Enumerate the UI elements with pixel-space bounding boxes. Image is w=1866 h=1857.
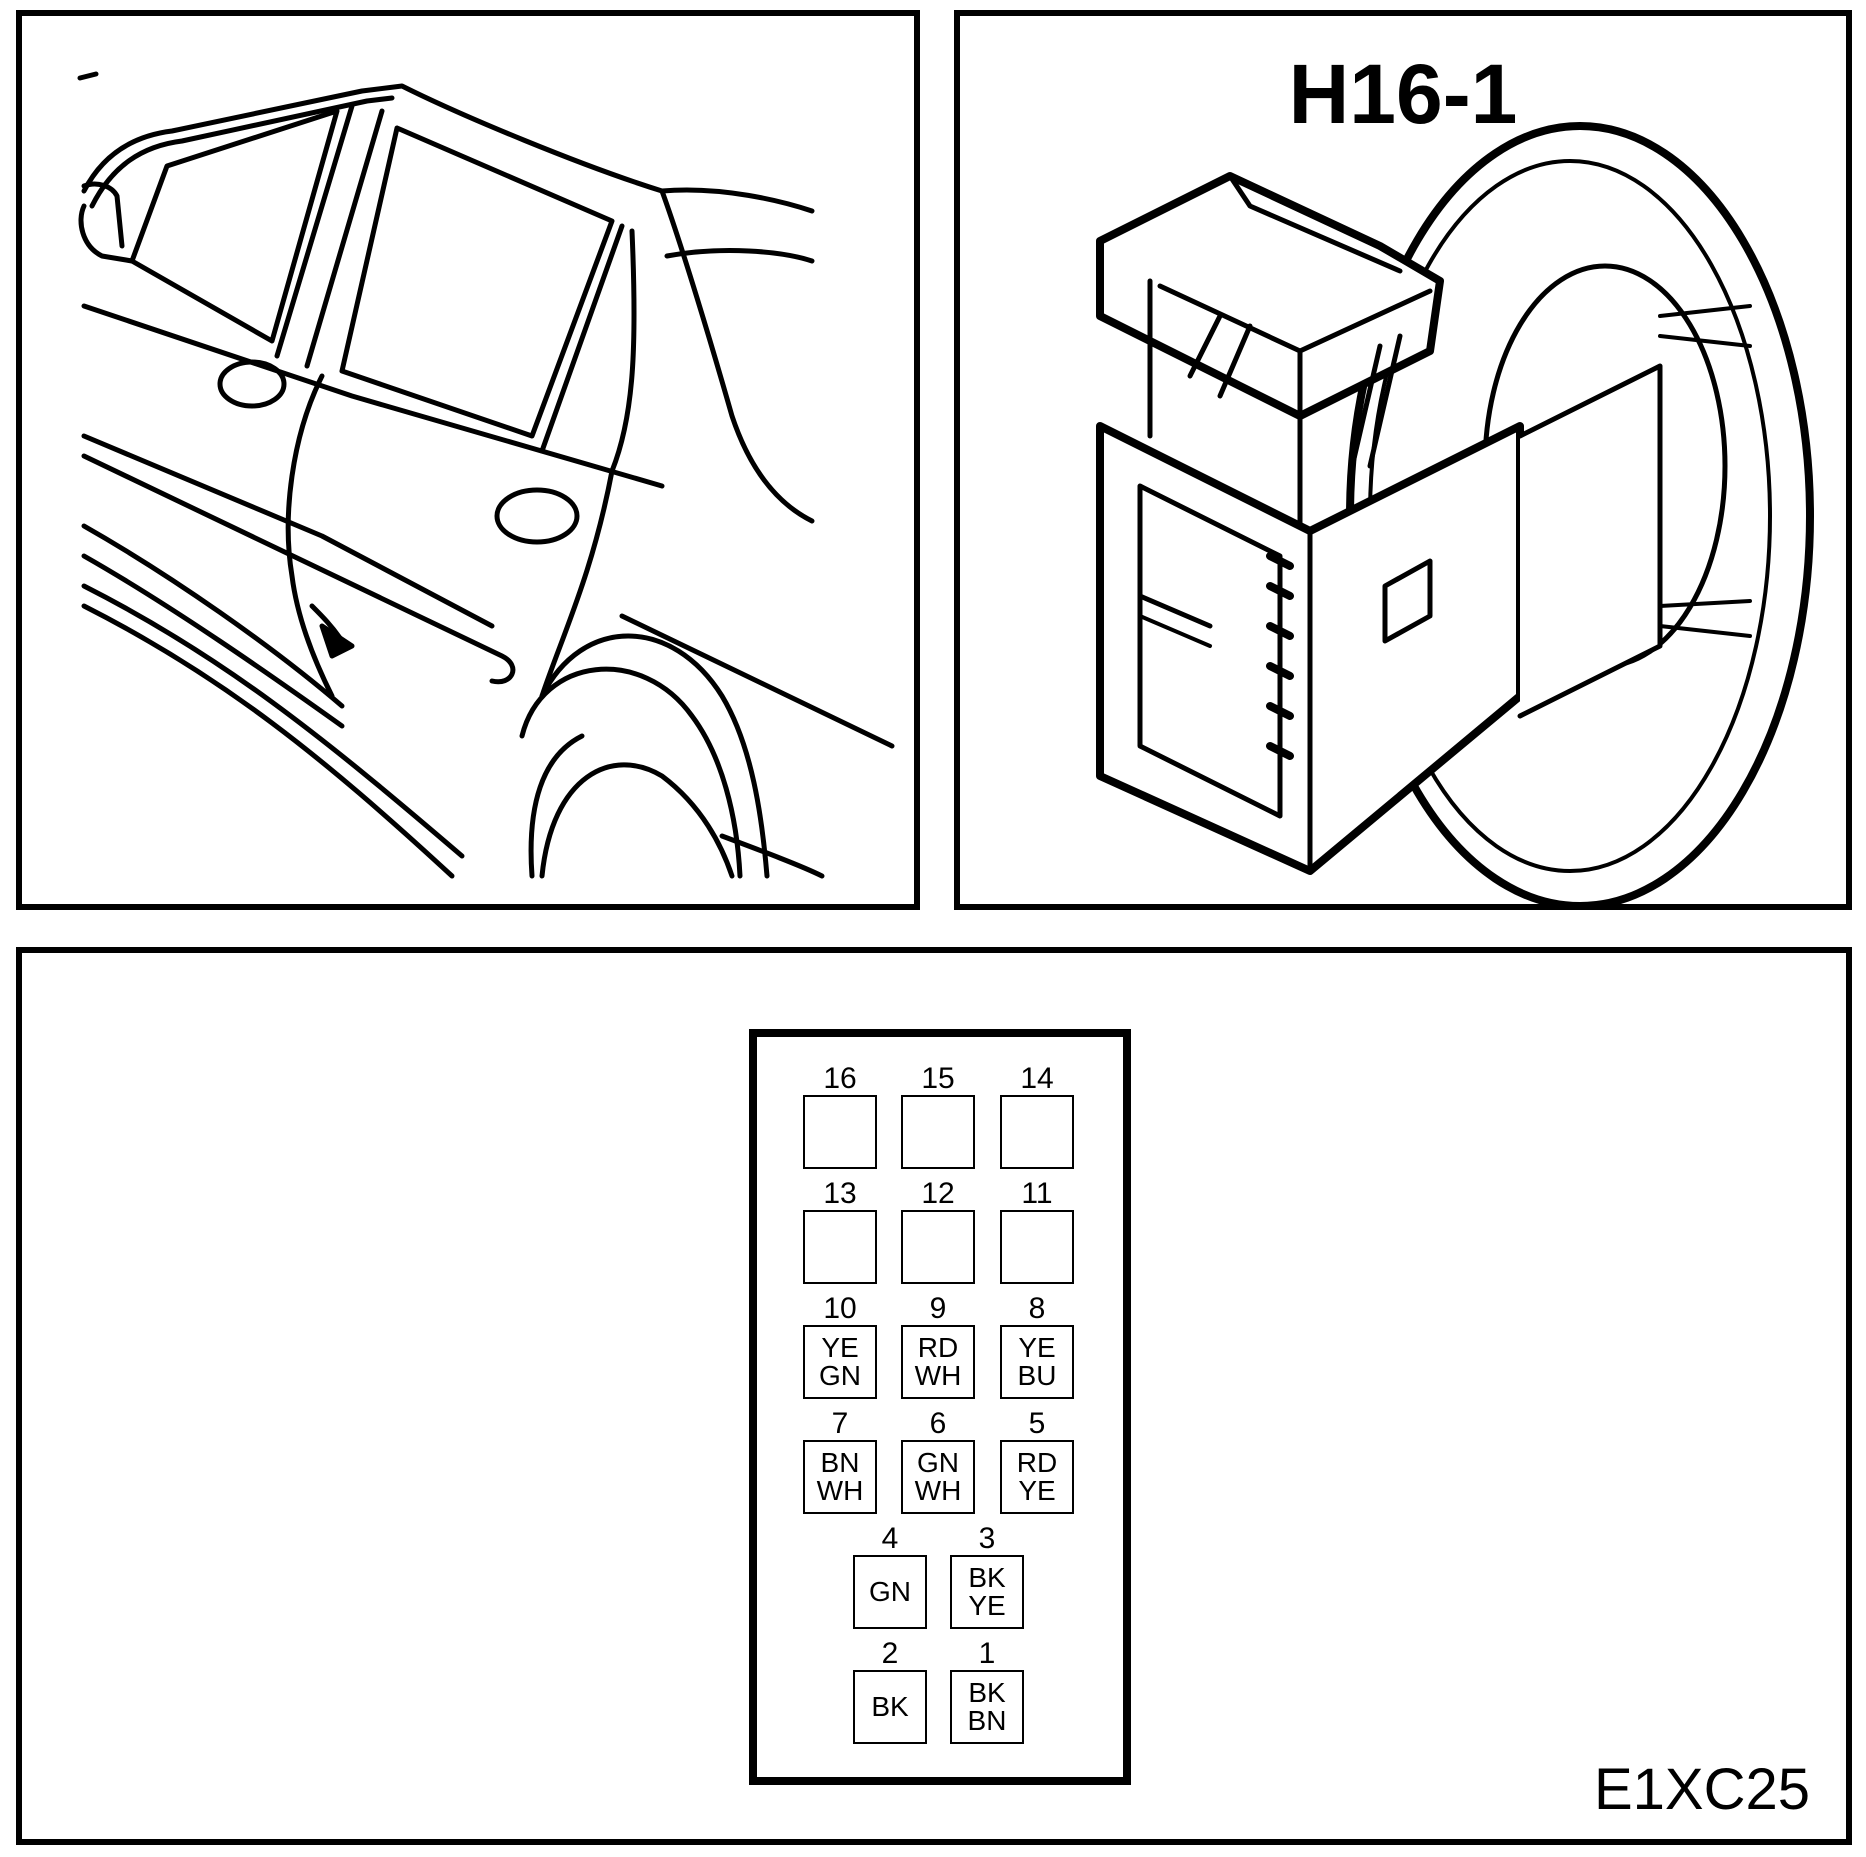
vehicle-rear-door-illustration (77, 71, 895, 879)
pin-cavity (803, 1095, 877, 1169)
pin-number: 14 (1020, 1062, 1054, 1095)
wire-color-1: RD (1016, 1447, 1058, 1478)
pin-2: 2 BK (853, 1638, 927, 1744)
wire-color-1: GN (917, 1447, 959, 1478)
pin-11: 11 (1000, 1178, 1074, 1284)
wire-color-2: YE (1018, 1475, 1056, 1506)
pin-number: 15 (921, 1062, 955, 1095)
pin-4: 4 GN (853, 1523, 927, 1629)
pin-number: 16 (823, 1062, 857, 1095)
vehicle-location-panel (16, 10, 920, 910)
pin-cavity: BK (853, 1670, 927, 1744)
wire-color-1: BK (968, 1677, 1006, 1708)
pin-15: 15 (901, 1063, 975, 1169)
wire-color-2: WH (914, 1360, 962, 1391)
pin-number: 11 (1021, 1177, 1053, 1210)
wire-color-1: BK (968, 1562, 1006, 1593)
wire-color-2: BU (1017, 1360, 1057, 1391)
pin-number: 9 (929, 1292, 947, 1325)
pin-number: 8 (1028, 1292, 1046, 1325)
connector-illustration (1096, 122, 1814, 904)
pin-number: 10 (823, 1292, 857, 1325)
pin-number: 2 (881, 1637, 899, 1670)
pin-cavity (901, 1210, 975, 1284)
pin-12: 12 (901, 1178, 975, 1284)
pin-number: 4 (881, 1522, 899, 1555)
figure-id: E1XC25 (1593, 1757, 1810, 1822)
pin-number: 3 (978, 1522, 996, 1555)
pin-number: 6 (929, 1407, 947, 1440)
pin-13: 13 (803, 1178, 877, 1284)
pin-cavity: GN (853, 1555, 927, 1629)
wire-color-1: BK (871, 1691, 909, 1722)
pin-cavity (803, 1210, 877, 1284)
pin-cavity (901, 1095, 975, 1169)
pin-number: 7 (831, 1407, 849, 1440)
wire-color-2: YE (968, 1590, 1006, 1621)
wire-color-1: BN (820, 1447, 860, 1478)
connector-view-panel: H16-1 (954, 10, 1852, 910)
wire-color-2: GN (819, 1360, 861, 1391)
pin-number: 5 (1028, 1407, 1046, 1440)
wire-color-2: WH (914, 1475, 962, 1506)
pin-16: 16 (803, 1063, 877, 1169)
wire-color-1: RD (917, 1332, 959, 1363)
pin-14: 14 (1000, 1063, 1074, 1169)
wire-color-1: YE (1018, 1332, 1056, 1363)
wire-color-1: GN (869, 1576, 911, 1607)
wire-color-2: WH (816, 1475, 864, 1506)
wire-color-2: BN (967, 1705, 1007, 1736)
pin-cavity (1000, 1210, 1074, 1284)
pin-number: 12 (921, 1177, 955, 1210)
pin-cavity (1000, 1095, 1074, 1169)
pin-number: 13 (823, 1177, 857, 1210)
pin-number: 1 (978, 1637, 996, 1670)
connector-title: H16-1 (1288, 47, 1518, 141)
wire-color-1: YE (821, 1332, 859, 1363)
